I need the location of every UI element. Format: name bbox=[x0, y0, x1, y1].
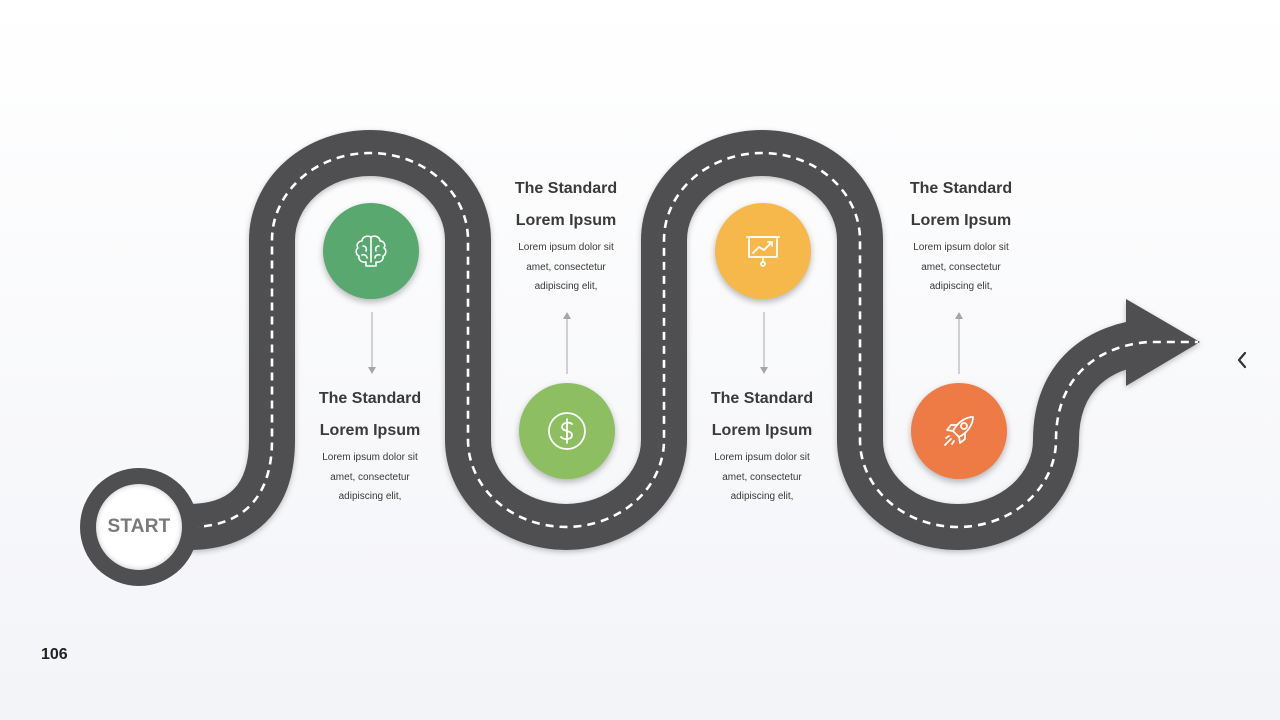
step-1-text: The Standard Lorem Ipsum Lorem ipsum dol… bbox=[300, 383, 440, 507]
start-marker: START bbox=[96, 484, 182, 570]
milestone-2 bbox=[519, 383, 615, 479]
presentation-icon bbox=[746, 236, 780, 267]
step-title-line1: The Standard bbox=[909, 180, 1013, 197]
step-body-line3: adipiscing elit, bbox=[534, 281, 598, 292]
step-body-line1: Lorem ipsum dolor sit bbox=[714, 452, 810, 463]
milestone-1 bbox=[323, 203, 419, 299]
step-4-text: The Standard Lorem Ipsum Lorem ipsum dol… bbox=[891, 173, 1031, 297]
step-title-line2: Lorem Ipsum bbox=[319, 422, 421, 439]
dollar-icon bbox=[548, 412, 586, 450]
step-title-line1: The Standard bbox=[514, 180, 618, 197]
milestone-3 bbox=[715, 203, 811, 299]
step-body-line2: amet, consectetur bbox=[921, 261, 1001, 273]
page-number: 106 bbox=[41, 646, 68, 663]
connector-arrow-down-3 bbox=[760, 312, 768, 374]
connector-arrow-up-2 bbox=[563, 312, 571, 374]
step-title-line2: Lorem Ipsum bbox=[910, 212, 1012, 229]
road-arrowhead bbox=[1126, 299, 1200, 386]
step-body-line1: Lorem ipsum dolor sit bbox=[518, 242, 614, 253]
step-title-line2: Lorem Ipsum bbox=[711, 422, 813, 439]
step-title-line1: The Standard bbox=[710, 390, 814, 407]
road-center-line bbox=[189, 151, 1198, 529]
previous-slide-button[interactable] bbox=[1232, 348, 1252, 372]
chevron-left-icon bbox=[1237, 351, 1247, 369]
connector-arrow-down-1 bbox=[368, 312, 376, 374]
step-title-line2: Lorem Ipsum bbox=[515, 212, 617, 229]
step-body-line1: Lorem ipsum dolor sit bbox=[322, 452, 418, 463]
step-body-line3: adipiscing elit, bbox=[730, 491, 794, 502]
step-body-line3: adipiscing elit, bbox=[929, 281, 993, 292]
step-title-line1: The Standard bbox=[318, 390, 422, 407]
step-body-line1: Lorem ipsum dolor sit bbox=[913, 242, 1009, 253]
step-body-line2: amet, consectetur bbox=[526, 261, 606, 273]
step-2-text: The Standard Lorem Ipsum Lorem ipsum dol… bbox=[496, 173, 636, 297]
step-3-text: The Standard Lorem Ipsum Lorem ipsum dol… bbox=[692, 383, 832, 507]
step-body-line2: amet, consectetur bbox=[722, 471, 802, 483]
step-body-line2: amet, consectetur bbox=[330, 471, 410, 483]
step-body-line3: adipiscing elit, bbox=[338, 491, 402, 502]
rocket-icon bbox=[944, 416, 974, 446]
connector-arrow-up-4 bbox=[955, 312, 963, 374]
start-label: START bbox=[107, 516, 171, 537]
milestone-4 bbox=[911, 383, 1007, 479]
brain-icon bbox=[355, 235, 387, 267]
